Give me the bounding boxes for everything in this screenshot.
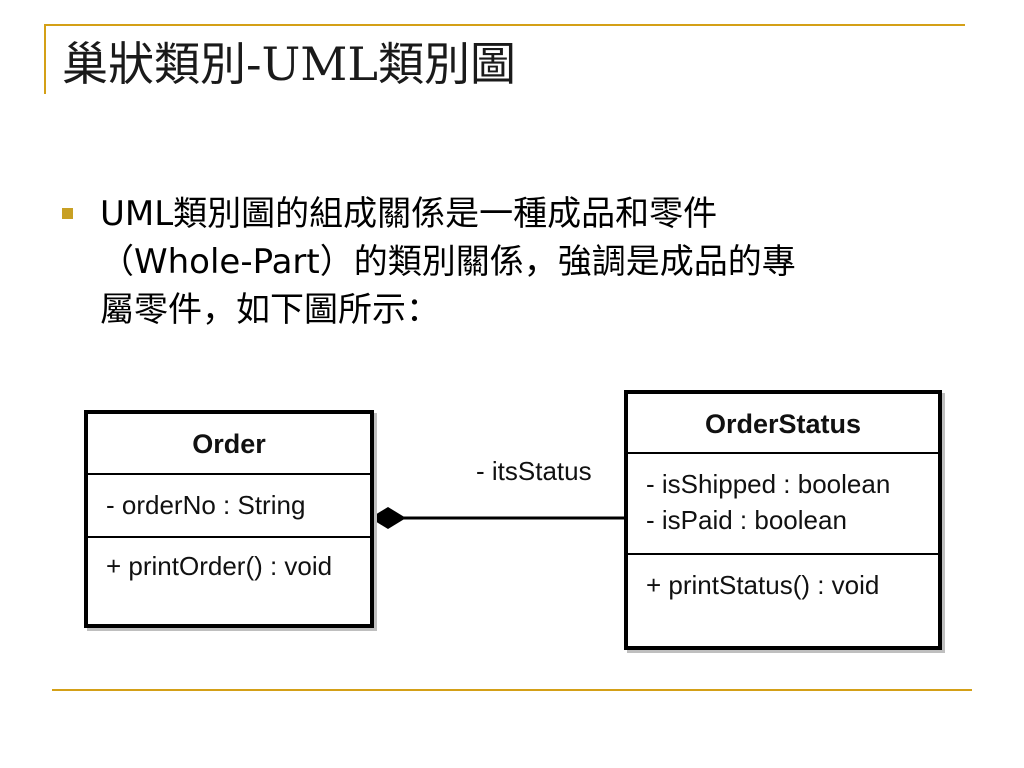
operations-section: + printStatus() : void bbox=[628, 555, 938, 603]
class-name-section: Order bbox=[88, 414, 370, 475]
class-name-section: OrderStatus bbox=[628, 394, 938, 454]
class-box-orderstatus[interactable]: OrderStatus - isShipped : boolean - isPa… bbox=[624, 390, 942, 650]
operations-section: + printOrder() : void bbox=[88, 538, 370, 584]
attribute: - isPaid : boolean bbox=[646, 505, 847, 535]
role-label: - itsStatus bbox=[476, 456, 592, 486]
body-line: （Whole-Part）的類別關係，強調是成品的專 bbox=[100, 242, 796, 282]
operation: + printOrder() : void bbox=[106, 551, 333, 581]
body-text: UML類別圖的組成關係是一種成品和零件 （Whole-Part）的類別關係，強調… bbox=[100, 190, 980, 334]
attribute: - orderNo : String bbox=[106, 490, 306, 520]
composition-diamond-icon bbox=[370, 507, 406, 529]
body-line: 屬零件，如下圖所示： bbox=[100, 290, 440, 330]
attributes-section: - isShipped : boolean - isPaid : boolean bbox=[628, 454, 938, 555]
class-name: Order bbox=[192, 429, 266, 459]
left-rule bbox=[44, 24, 46, 94]
attributes-section: - orderNo : String bbox=[88, 475, 370, 538]
uml-class-diagram: Order - orderNo : String + printOrder() … bbox=[80, 380, 950, 650]
body-line: UML類別圖的組成關係是一種成品和零件 bbox=[100, 194, 718, 234]
composition-association bbox=[370, 507, 628, 529]
operation: + printStatus() : void bbox=[646, 570, 880, 600]
class-name: OrderStatus bbox=[704, 409, 862, 439]
slide-title: 巢狀類別-UML類別圖 bbox=[62, 37, 516, 91]
attribute: - isShipped : boolean bbox=[646, 469, 891, 499]
top-rule bbox=[44, 24, 965, 26]
bottom-rule bbox=[52, 689, 972, 691]
bullet-square-icon bbox=[62, 208, 73, 219]
class-box-order[interactable]: Order - orderNo : String + printOrder() … bbox=[84, 410, 374, 628]
